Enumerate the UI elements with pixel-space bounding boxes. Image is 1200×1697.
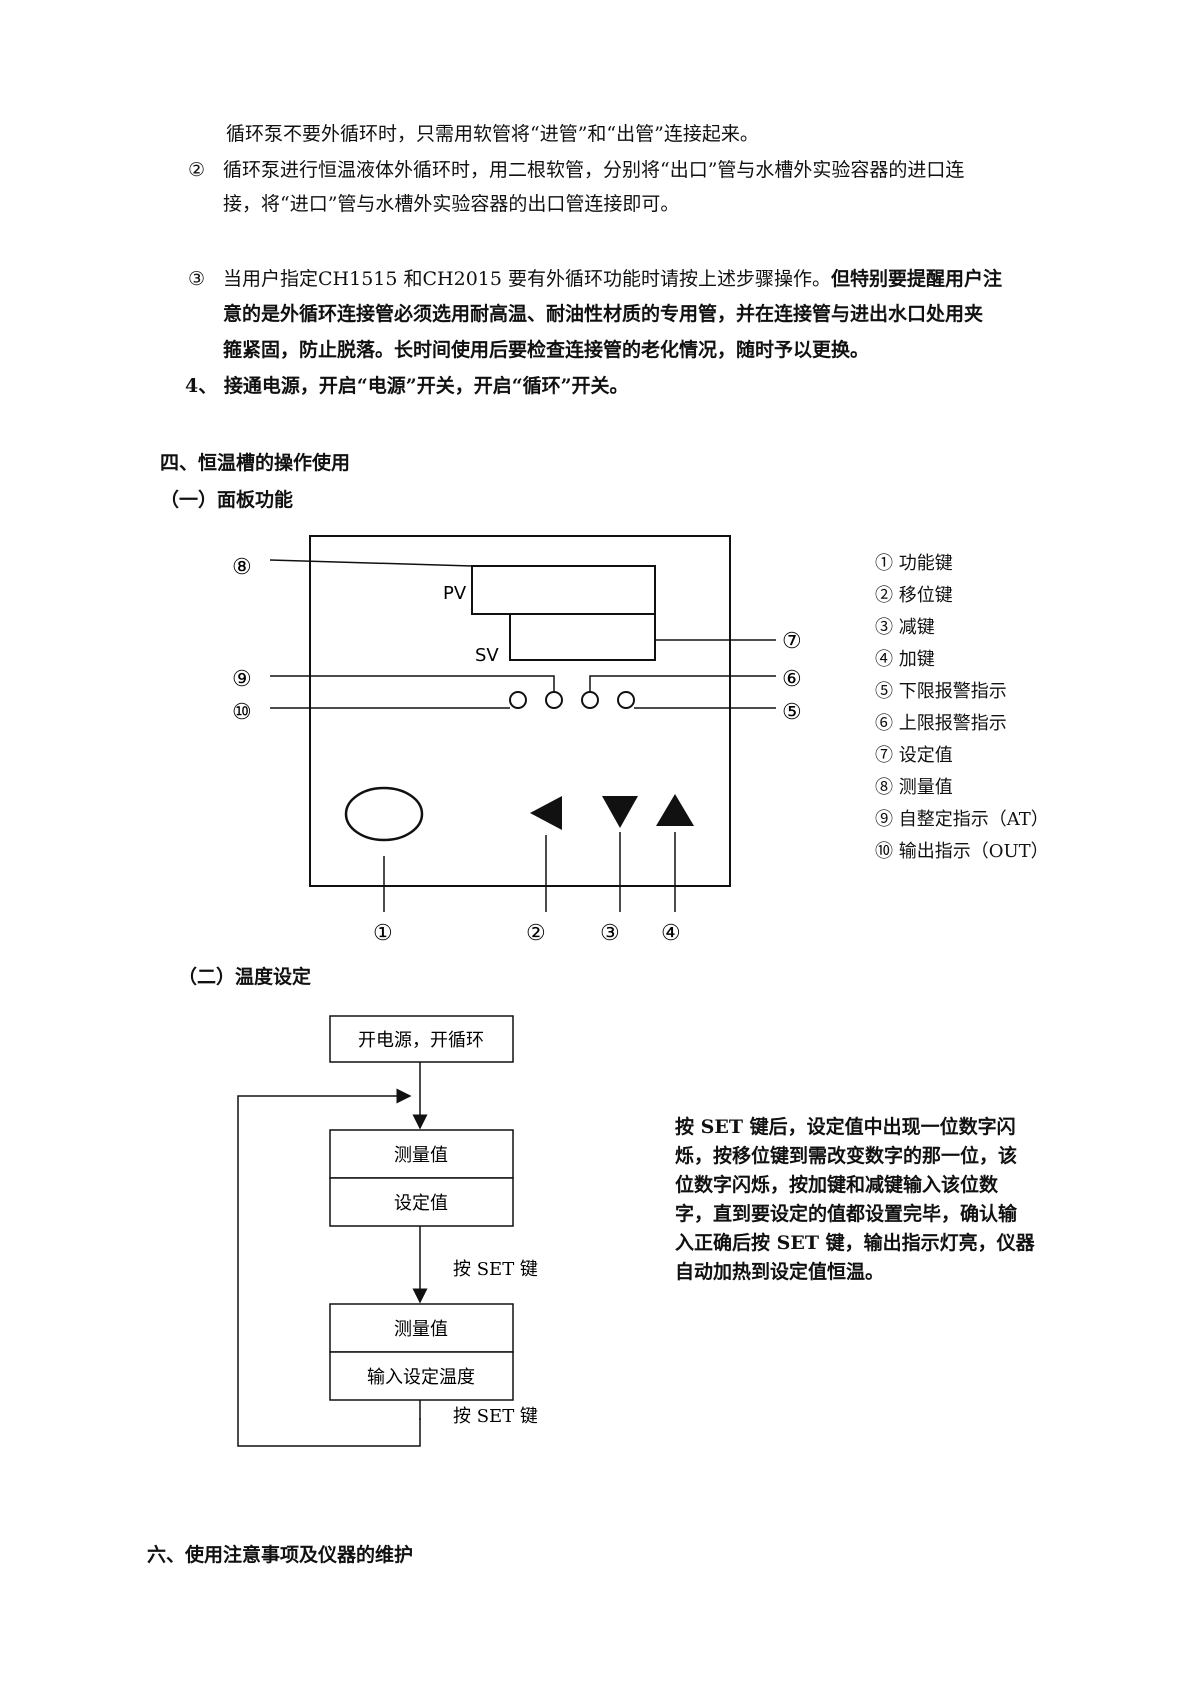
flow-box1-bottom <box>329 1177 514 1227</box>
callout-line-8 <box>269 559 473 567</box>
legend-item: ② 移位键 <box>875 585 953 606</box>
callout-4: ④ <box>661 921 681 946</box>
item3-marker: ③ <box>188 268 206 290</box>
legend-item: ⑨ 自整定指示（AT） <box>875 809 1049 830</box>
step4-text: 4、 接通电源，开启“电源”开关，开启“循环”开关。 <box>185 375 629 397</box>
legend-item: ① 功能键 <box>875 553 953 574</box>
callout-3: ③ <box>600 921 620 946</box>
callout-line-9 <box>270 675 555 692</box>
flow-box2-top <box>329 1303 514 1353</box>
intro-line1: 循环泵不要外循环时，只需用软管将“进管”和“出管”连接起来。 <box>226 123 759 145</box>
legend-item: ③ 减键 <box>875 617 935 638</box>
flow-note: 按 SET 键后，设定值中出现一位数字闪烁，按移位键到需改变数字的那一位，该位数… <box>675 1116 1035 1283</box>
flow-loop-back <box>237 1088 421 1447</box>
legend-item: ⑧ 测量值 <box>875 777 953 798</box>
legend-item: ⑦ 设定值 <box>875 745 953 766</box>
down-key-triangle-icon <box>602 796 638 828</box>
up-key-triangle-icon <box>656 794 694 826</box>
item3-bold-text-1: 但特别要提醒用户注 <box>831 268 1003 290</box>
callout-7: ⑦ <box>782 629 802 654</box>
flow-box1-top-text: 测量值 <box>394 1145 448 1166</box>
item3-bold-text-3: 箍紧固，防止脱落。长时间使用后要检查连接管的老化情况，随时予以更换。 <box>223 339 870 361</box>
legend-item: ⑩ 输出指示（OUT） <box>875 841 1049 862</box>
section4-sub2: （二）温度设定 <box>178 966 312 988</box>
item2-marker: ② <box>188 159 206 181</box>
callout-1: ① <box>373 921 393 946</box>
section6-title: 六、使用注意事项及仪器的维护 <box>147 1544 414 1566</box>
led-lower-alarm <box>617 691 635 709</box>
callout-9: ⑨ <box>232 667 252 692</box>
led-out <box>509 691 527 709</box>
item3-normal-text: 当用户指定CH1515 和CH2015 要有外循环功能时请按上述步骤操作。 <box>223 268 832 290</box>
flow-start-box <box>329 1015 514 1063</box>
callout-10: ⑩ <box>232 700 252 725</box>
sv-label: SV <box>475 645 499 666</box>
callout-6: ⑥ <box>782 667 802 692</box>
callout-2: ② <box>526 921 546 946</box>
flow-box2-bottom <box>329 1351 514 1401</box>
flow-box1-top <box>329 1129 514 1179</box>
section4-sub1: （一）面板功能 <box>160 489 294 511</box>
legend-item: ⑤ 下限报警指示 <box>875 681 1007 702</box>
pv-label: PV <box>443 583 467 604</box>
sv-display <box>509 613 656 661</box>
item3-line1: 当用户指定CH1515 和CH2015 要有外循环功能时请按上述步骤操作。但特别… <box>223 267 1002 291</box>
section4-title: 四、恒温槽的操作使用 <box>160 452 351 474</box>
flow-box2-top-text: 测量值 <box>394 1319 448 1340</box>
item2-line2: 接，将“进口”管与水槽外实验容器的出口管连接即可。 <box>223 193 680 215</box>
shift-key-left-triangle-icon <box>530 796 562 830</box>
flow-arrow2-label: 按 SET 键 <box>453 1406 538 1427</box>
item3-bold-text-2: 意的是外循环连接管必须选用耐高温、耐油性材质的专用管，并在连接管与进出水口处用夹 <box>223 303 984 325</box>
item2-line1: 循环泵进行恒温液体外循环时，用二根软管，分别将“出口”管与水槽外实验容器的进口连 <box>223 159 965 181</box>
flow-box2-bottom-text: 输入设定温度 <box>367 1367 475 1388</box>
flow-box1-bottom-text: 设定值 <box>394 1193 448 1214</box>
panel-frame <box>309 535 731 887</box>
callout-line-6 <box>589 675 776 692</box>
callout-8: ⑧ <box>232 555 252 580</box>
legend-item: ④ 加键 <box>875 649 935 670</box>
function-key <box>344 786 424 842</box>
panel-legend: ① 功能键 ② 移位键 ③ 减键 ④ 加键 ⑤ 下限报警指示 ⑥ 上限报警指示 … <box>875 553 1049 873</box>
flow-arrow1-label: 按 SET 键 <box>453 1259 538 1280</box>
flow-start-text: 开电源，开循环 <box>358 1030 484 1051</box>
legend-item: ⑥ 上限报警指示 <box>875 713 1007 734</box>
callout-5: ⑤ <box>782 700 802 725</box>
